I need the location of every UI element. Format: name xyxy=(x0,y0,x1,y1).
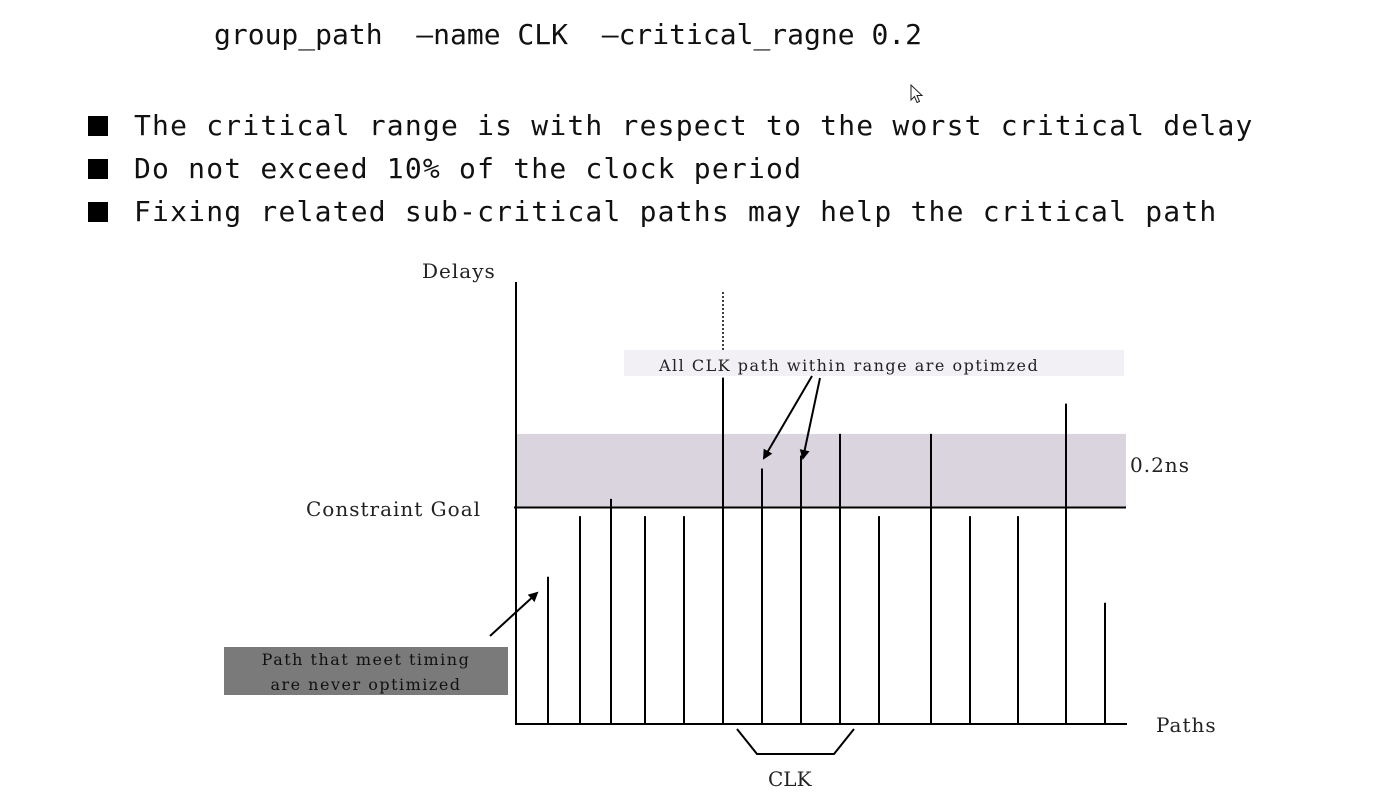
range-annotation-background xyxy=(624,350,1124,376)
bullet-text: Fixing related sub-critical paths may he… xyxy=(134,195,1218,228)
range-arrow-left xyxy=(762,375,813,460)
square-bullet-icon xyxy=(88,158,108,179)
bullet-item: Do not exceed 10% of the clock period xyxy=(88,147,1254,190)
met-timing-annotation-background xyxy=(224,647,508,695)
bullet-text: The critical range is with respect to th… xyxy=(134,109,1254,142)
met-timing-annotation-line-1: Path that meet timing xyxy=(262,650,471,669)
critical-range-band xyxy=(516,433,1126,508)
group-path-command: group_path –name CLK –critical_ragne 0.2 xyxy=(214,18,923,51)
y-axis-label: Delays xyxy=(422,259,496,283)
clk-group-bracket xyxy=(736,728,855,755)
bullet-text: Do not exceed 10% of the clock period xyxy=(134,152,803,185)
range-value-label: 0.2ns xyxy=(1130,453,1190,477)
bullet-item: The critical range is with respect to th… xyxy=(88,104,1254,147)
bullet-item: Fixing related sub-critical paths may he… xyxy=(88,190,1254,233)
square-bullet-icon xyxy=(88,201,108,222)
square-bullet-icon xyxy=(88,115,108,136)
bullet-list: The critical range is with respect to th… xyxy=(88,104,1254,233)
x-axis-label: Paths xyxy=(1156,713,1217,737)
met-timing-annotation-line-2: are never optimized xyxy=(270,675,461,694)
clk-group-label: CLK xyxy=(768,767,813,791)
path-bars xyxy=(547,377,1106,724)
met-timing-arrow xyxy=(489,591,539,637)
mouse-cursor-icon xyxy=(910,84,924,104)
range-arrow-right xyxy=(799,377,821,460)
range-annotation-text: All CLK path within range are optimzed xyxy=(658,356,1039,375)
constraint-goal-label: Constraint Goal xyxy=(306,497,481,521)
